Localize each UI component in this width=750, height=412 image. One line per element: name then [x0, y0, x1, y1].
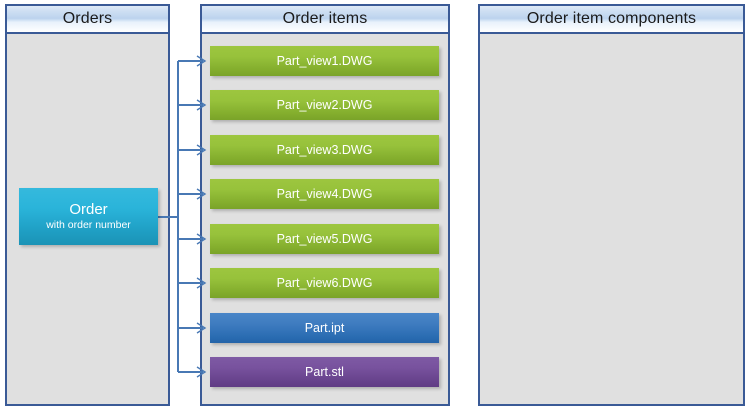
order-item-label: Part_view3.DWG [276, 142, 373, 157]
order-item-node[interactable]: Part_view4.DWG [210, 179, 439, 210]
panel-order-item-components: Order item components [478, 4, 745, 406]
order-item-node[interactable]: Part_view3.DWG [210, 134, 439, 165]
order-item-node[interactable]: Part_view6.DWG [210, 268, 439, 299]
panel-order-item-components-header: Order item components [480, 6, 743, 34]
order-item-label: Part_view6.DWG [276, 276, 373, 291]
order-item-node[interactable]: Part.stl [210, 357, 439, 387]
order-item-node[interactable]: Part_view5.DWG [210, 223, 439, 254]
panel-orders-header: Orders [7, 6, 168, 34]
order-item-label: Part.stl [305, 365, 344, 379]
order-item-label: Part.ipt [304, 320, 345, 335]
panel-order-items-header: Order items [202, 6, 448, 34]
node-order-title: Order [69, 201, 108, 219]
node-order-subtitle: with order number [46, 218, 131, 231]
panel-order-items-title: Order items [282, 10, 368, 27]
order-item-node[interactable]: Part_view1.DWG [210, 46, 439, 76]
order-item-label: Part_view1.DWG [276, 54, 373, 68]
panel-orders-title: Orders [62, 10, 113, 27]
panel-order-item-components-title: Order item components [526, 10, 697, 27]
order-item-label: Part_view2.DWG [276, 98, 373, 113]
order-item-label: Part_view5.DWG [276, 231, 373, 246]
order-item-label: Part_view4.DWG [276, 187, 373, 202]
node-order[interactable]: Order with order number [19, 188, 158, 245]
panel-order-item-components-body [480, 34, 743, 404]
order-item-node[interactable]: Part.ipt [210, 312, 439, 343]
order-item-node[interactable]: Part_view2.DWG [210, 90, 439, 121]
